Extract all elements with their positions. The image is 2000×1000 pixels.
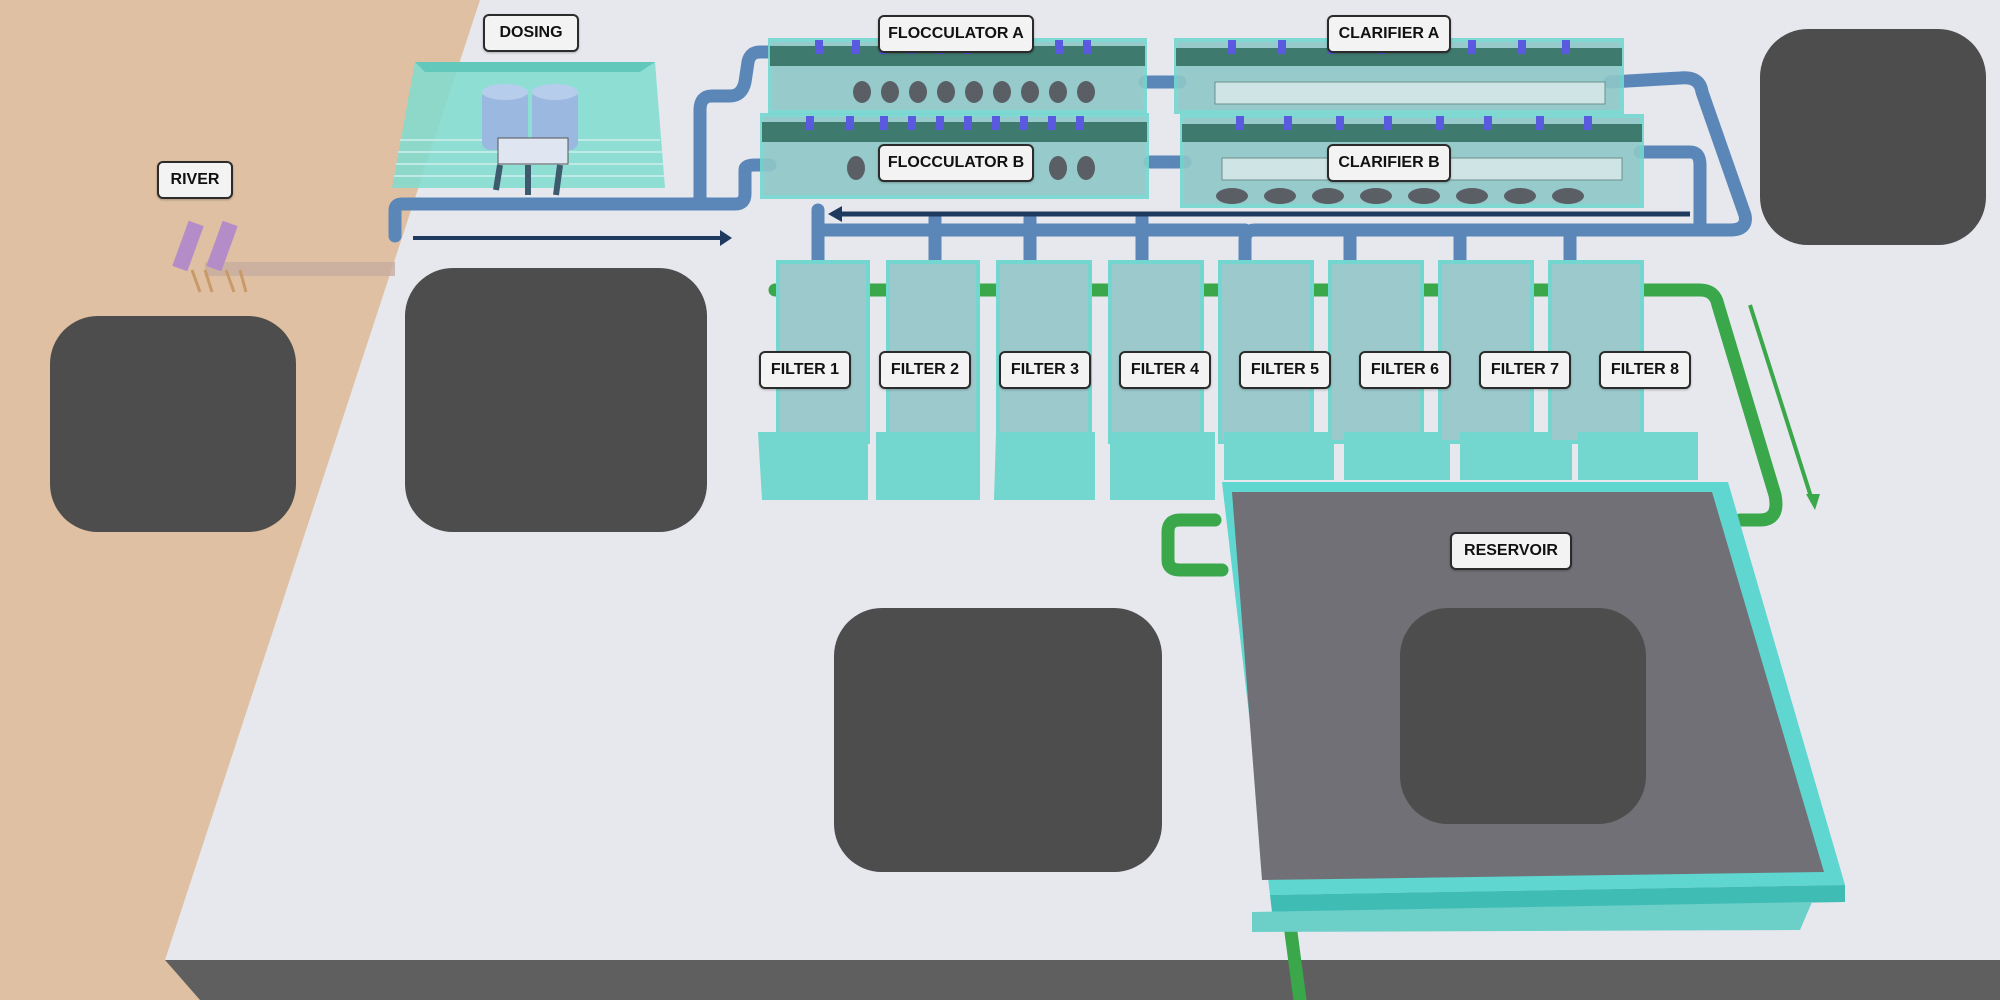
tank-icon (482, 84, 578, 196)
label-filter-8[interactable]: FILTER 8 (1599, 351, 1691, 389)
label-river[interactable]: RIVER (157, 161, 233, 199)
platform-edge (165, 960, 2000, 1000)
flow-arrow-right (413, 230, 732, 246)
label-flocculator-a[interactable]: FLOCCULATOR A (878, 15, 1034, 53)
label-filter-5[interactable]: FILTER 5 (1239, 351, 1331, 389)
intake-pump-icon (172, 220, 248, 293)
label-flocculator-b[interactable]: FLOCCULATOR B (878, 144, 1034, 182)
info-panel-top-right (1760, 29, 1986, 245)
info-panel-center-left (405, 268, 707, 532)
clarifier-a[interactable] (1174, 38, 1624, 114)
label-clarifier-a[interactable]: CLARIFIER A (1327, 15, 1451, 53)
label-clarifier-b[interactable]: CLARIFIER B (1327, 144, 1451, 182)
dosing-building[interactable] (392, 62, 665, 196)
label-filter-3[interactable]: FILTER 3 (999, 351, 1091, 389)
info-panel-center (834, 608, 1162, 872)
filter-basin-2 (876, 260, 980, 500)
label-reservoir[interactable]: RESERVOIR (1450, 532, 1572, 570)
intake-channel (205, 262, 395, 276)
clean-water-pipes (768, 283, 1783, 1000)
dosing-enclosure (392, 62, 665, 188)
filter-basin-5 (1218, 260, 1334, 480)
flow-arrow-left (828, 206, 1690, 222)
label-filter-6[interactable]: FILTER 6 (1359, 351, 1451, 389)
label-filter-7[interactable]: FILTER 7 (1479, 351, 1571, 389)
info-panel-reservoir (1400, 608, 1646, 824)
river-intake[interactable] (172, 220, 395, 293)
label-filter-4[interactable]: FILTER 4 (1119, 351, 1211, 389)
info-panel-left (50, 316, 296, 532)
flow-arrow-down (1748, 304, 1820, 510)
label-dosing[interactable]: DOSING (483, 14, 579, 52)
label-filter-2[interactable]: FILTER 2 (879, 351, 971, 389)
clarifier-hoppers (1216, 188, 1584, 204)
flocculator-paddles (847, 81, 1095, 180)
label-filter-1[interactable]: FILTER 1 (759, 351, 851, 389)
